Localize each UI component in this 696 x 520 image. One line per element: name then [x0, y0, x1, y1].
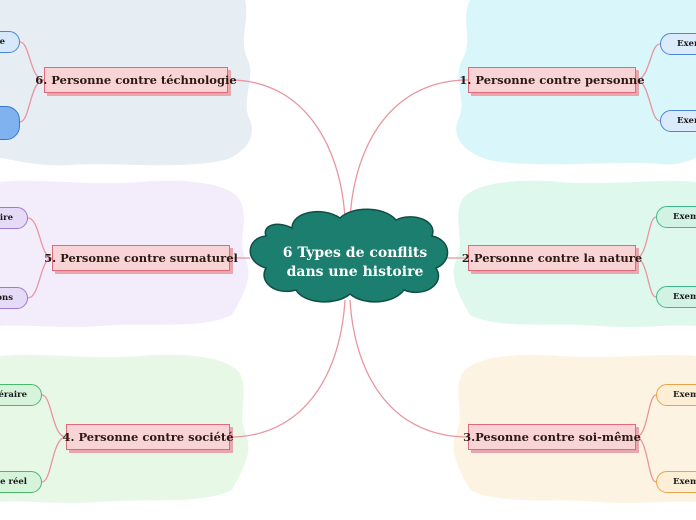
- connector-leaf-2a: [635, 216, 657, 259]
- connector-leaf-1b: [635, 79, 661, 122]
- connector-topic-1: [349, 79, 469, 219]
- connector-leaf-6b: [19, 79, 45, 123]
- topic-personne-contre-soi-meme[interactable]: 3.Pesonne contre soi-même: [463, 424, 641, 450]
- connector-topic-3: [349, 299, 469, 438]
- connector-topic-4: [229, 299, 346, 438]
- connector-leaf-3a: [635, 394, 657, 438]
- leaf-personne-2[interactable]: Exem: [660, 110, 696, 132]
- leaf-soi-meme-2[interactable]: Exem: [656, 471, 696, 493]
- connector-leaf-2b: [635, 257, 657, 298]
- connector-topic-6: [229, 79, 346, 219]
- central-topic-line-1: 6 Types de conflits: [282, 245, 428, 261]
- leaf-connectors: [19, 41, 661, 483]
- topic-personne-contre-societe[interactable]: 4. Personne contre société: [62, 424, 234, 450]
- topic-personne-contre-personne[interactable]: 1. Personne contre personne: [459, 67, 645, 93]
- connector-leaf-4a: [41, 394, 67, 438]
- connector-leaf-6a: [19, 41, 45, 81]
- leaf-nature-2[interactable]: Exem: [656, 286, 696, 308]
- central-cloud[interactable]: [249, 208, 449, 303]
- connector-leaf-5b: [27, 257, 53, 299]
- leaf-societe-1[interactable]: éraire: [0, 384, 42, 406]
- leaf-technologie-1[interactable]: e: [0, 31, 20, 53]
- topic-personne-contre-nature[interactable]: 2.Personne contre la nature: [462, 245, 642, 271]
- leaf-surnaturel-2[interactable]: ons: [0, 287, 28, 309]
- leaf-societe-2[interactable]: De réel: [0, 471, 42, 493]
- leaf-surnaturel-1[interactable]: aire: [0, 207, 28, 229]
- leaf-nature-1[interactable]: Exem: [656, 206, 696, 228]
- center-connectors: [229, 79, 469, 438]
- central-topic-line-2: dans une histoire: [286, 264, 424, 280]
- connector-leaf-1a: [635, 43, 661, 81]
- topic-personne-contre-surnaturel[interactable]: 5. Personne contre surnaturel: [44, 245, 238, 271]
- central-topic-text[interactable]: 6 Types de conflits dans une histoire: [265, 244, 445, 282]
- topic-personne-contre-technologie[interactable]: 6. Personne contre téchnologie: [35, 67, 237, 93]
- connector-leaf-5a: [27, 217, 53, 259]
- leaf-soi-meme-1[interactable]: Exem: [656, 384, 696, 406]
- connector-leaf-4b: [41, 436, 67, 483]
- leaf-personne-1[interactable]: Exem: [660, 33, 696, 55]
- connector-leaf-3b: [635, 436, 657, 483]
